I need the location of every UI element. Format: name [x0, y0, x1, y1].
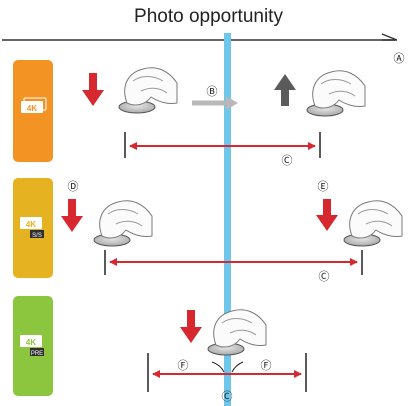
mode-tab-4k-burst: 4K [13, 60, 53, 162]
timeline-arrowhead [381, 33, 398, 41]
marker-f-label: Ⓕ [178, 359, 189, 372]
svg-text:4K: 4K [26, 220, 36, 229]
shutter-press-icon [118, 67, 178, 114]
shutter-press-icon [207, 309, 267, 356]
marker-a-label: Ⓐ [394, 52, 405, 65]
row-4k-burst: Ⓑ Ⓒ [82, 67, 366, 167]
page-title: Photo opportunity [134, 6, 283, 27]
marker-c-label: Ⓒ [319, 270, 330, 283]
marker-f-label: Ⓕ [261, 359, 272, 372]
marker-b-label: Ⓑ [207, 85, 218, 98]
mode-tab-4k-pre-burst: 4K PRE [13, 296, 53, 396]
shutter-release-icon [306, 70, 366, 117]
4k-burst-start-stop-icon: 4K S/S [20, 217, 44, 239]
marker-d-label: Ⓓ [68, 180, 79, 193]
marker-c-label: Ⓒ [282, 154, 293, 167]
row-4k-pre-burst: Ⓕ Ⓕ Ⓒ [147, 309, 307, 403]
svg-text:PRE: PRE [31, 351, 43, 357]
svg-text:4K: 4K [27, 104, 37, 113]
4k-burst-icon: 4K [21, 97, 47, 113]
press-arrow-icon [316, 199, 338, 231]
row-4k-burst-start-stop: Ⓓ Ⓔ Ⓒ [61, 180, 403, 283]
marker-c-label: Ⓒ [222, 390, 233, 403]
press-arrow-icon [82, 73, 104, 106]
4k-pre-burst-icon: 4K PRE [20, 335, 44, 357]
press-arrow-icon [180, 310, 202, 343]
shutter-press-icon [93, 200, 153, 247]
split-bracket-right [231, 361, 244, 373]
move-arrowhead [226, 96, 238, 110]
svg-text:S/S: S/S [32, 233, 42, 239]
split-bracket-left [211, 361, 225, 373]
mode-tab-4k-burst-start-stop: 4K S/S [13, 178, 53, 278]
svg-text:4K: 4K [26, 338, 36, 347]
release-arrow-icon [274, 74, 296, 106]
marker-e-label: Ⓔ [318, 180, 329, 193]
press-arrow-icon [61, 199, 83, 232]
photo-opportunity-line [224, 33, 231, 406]
shutter-press-icon [343, 200, 403, 247]
